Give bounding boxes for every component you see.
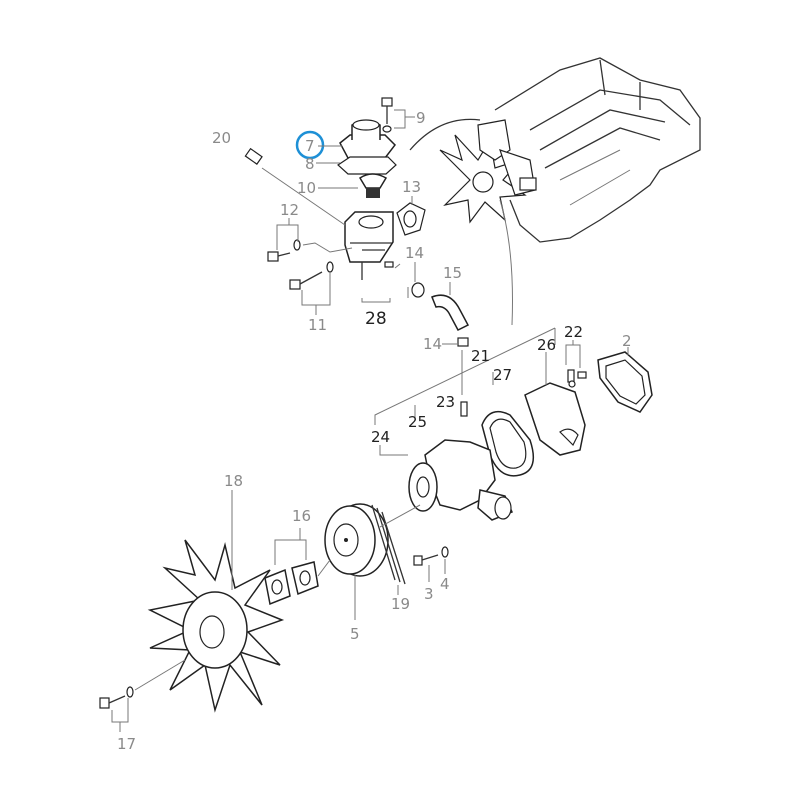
label-8[interactable]: 8 <box>305 155 315 173</box>
pulley-5 <box>324 503 421 620</box>
leader-line <box>499 199 513 326</box>
label-4[interactable]: 4 <box>440 575 450 593</box>
label-27[interactable]: 27 <box>493 366 512 384</box>
label-24[interactable]: 24 <box>371 428 390 446</box>
gasket-27 <box>481 410 535 477</box>
fan-18 <box>134 490 285 713</box>
hose-15 <box>431 282 470 331</box>
water-pump-25 <box>379 439 513 521</box>
leader-lines <box>414 328 556 418</box>
label-22[interactable]: 22 <box>564 323 583 341</box>
clamp-14 <box>407 262 425 298</box>
gasket-8 <box>337 156 397 175</box>
label-12[interactable]: 12 <box>280 201 299 219</box>
label-11[interactable]: 11 <box>308 316 327 334</box>
bolt-9 <box>381 97 415 133</box>
bracket-28 <box>361 298 391 303</box>
bolts-22 <box>565 340 587 388</box>
spacers-16 <box>264 528 331 606</box>
cover-2 <box>597 347 653 413</box>
label-14b[interactable]: 14 <box>423 335 442 353</box>
bolt-17 <box>99 686 134 732</box>
label-18[interactable]: 18 <box>224 472 243 490</box>
sensor-20 <box>244 147 346 226</box>
label-28[interactable]: 28 <box>365 309 387 329</box>
highlight-circle <box>295 130 325 160</box>
label-25[interactable]: 25 <box>408 413 427 431</box>
bracket-21 <box>374 327 556 425</box>
bolt-3-washer-4 <box>413 546 449 582</box>
label-10[interactable]: 10 <box>297 179 316 197</box>
label-19[interactable]: 19 <box>391 595 410 613</box>
thermostat-10 <box>358 173 388 198</box>
label-2[interactable]: 2 <box>622 332 632 350</box>
label-23[interactable]: 23 <box>436 393 455 411</box>
label-5[interactable]: 5 <box>350 625 360 643</box>
label-16[interactable]: 16 <box>292 507 311 525</box>
engine-block <box>494 57 701 243</box>
label-26[interactable]: 26 <box>537 336 556 354</box>
label-21[interactable]: 21 <box>471 347 490 365</box>
thermostat-housing-28 <box>344 211 394 280</box>
plate-26 <box>524 352 586 456</box>
label-15[interactable]: 15 <box>443 264 462 282</box>
label-17[interactable]: 17 <box>117 735 136 753</box>
gasket-13 <box>396 196 426 236</box>
label-13[interactable]: 13 <box>402 178 421 196</box>
hose-line <box>409 118 481 151</box>
label-9[interactable]: 9 <box>416 109 426 127</box>
clamp-14b <box>442 337 469 347</box>
bolts-12-11 <box>267 218 401 315</box>
label-7[interactable]: 7 <box>305 137 315 155</box>
stud-23 <box>460 401 468 417</box>
engine-water-pump-fan-small <box>439 119 537 224</box>
label-14a[interactable]: 14 <box>405 244 424 262</box>
label-20[interactable]: 20 <box>212 129 231 147</box>
label-3[interactable]: 3 <box>424 585 434 603</box>
